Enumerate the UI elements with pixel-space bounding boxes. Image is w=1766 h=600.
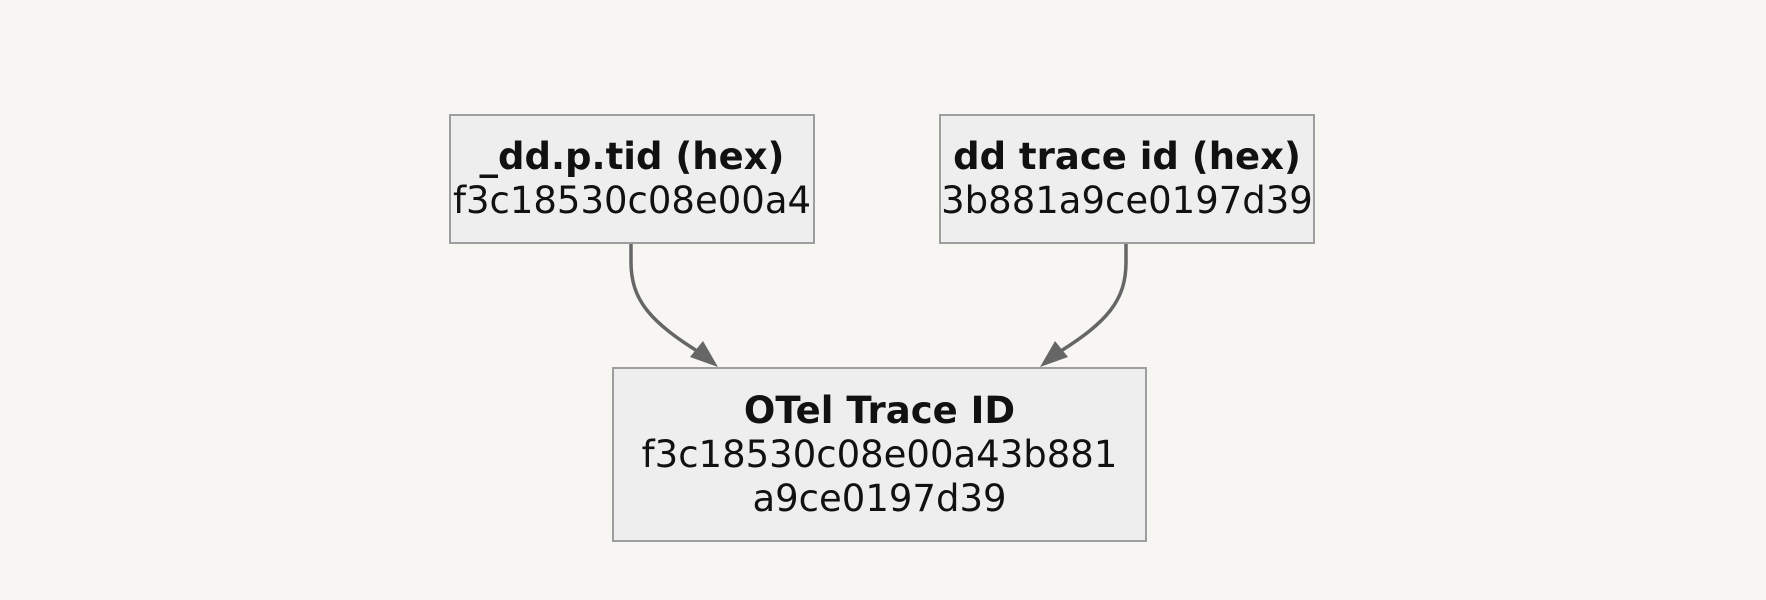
edge-tid-to-otel (629, 244, 703, 356)
otel-trace-id-value: f3c18530c08e00a43b881a9ce0197d39 (641, 432, 1118, 520)
otel-trace-id-title: OTel Trace ID (743, 388, 1016, 432)
otel-trace-id-node: OTel Trace ID f3c18530c08e00a43b881a9ce0… (612, 367, 1147, 542)
edge-dd-to-otel (1055, 244, 1128, 356)
dd-trace-id-node: dd trace id (hex) 3b881a9ce0197d39 (939, 114, 1315, 244)
dd-p-tid-value: f3c18530c08e00a4 (452, 179, 812, 222)
dd-trace-id-value: 3b881a9ce0197d39 (941, 179, 1313, 222)
dd-trace-id-title: dd trace id (hex) (953, 135, 1301, 178)
edge-tid-to-otel-arrowhead (690, 341, 718, 367)
edge-dd-to-otel-arrowhead (1040, 341, 1068, 367)
dd-p-tid-node: _dd.p.tid (hex) f3c18530c08e00a4 (449, 114, 815, 244)
dd-p-tid-title: _dd.p.tid (hex) (479, 135, 785, 178)
